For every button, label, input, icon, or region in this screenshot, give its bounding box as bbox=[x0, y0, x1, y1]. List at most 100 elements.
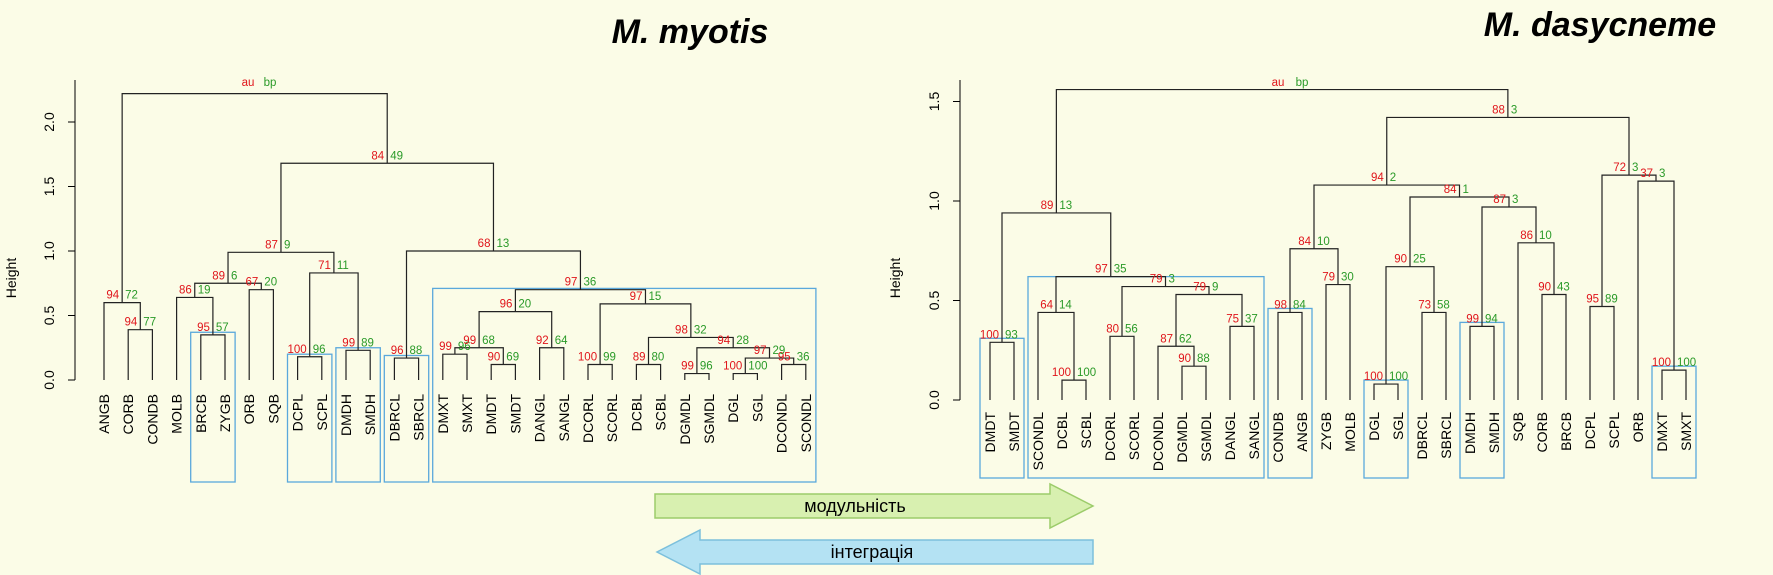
right-bp-value: 100 bbox=[1677, 357, 1696, 369]
right-branch bbox=[1469, 325, 1495, 400]
right-leaf-corb: CORB bbox=[1534, 412, 1550, 452]
left-au-value: 100 bbox=[723, 361, 742, 373]
right-bp-value: 3 bbox=[1512, 194, 1518, 206]
right-branch bbox=[1373, 383, 1399, 400]
left-branch bbox=[442, 353, 468, 380]
left-branch bbox=[176, 296, 214, 380]
left-leaf-dcondl: DCONDL bbox=[774, 394, 790, 453]
right-branch bbox=[1386, 116, 1630, 186]
left-leaf-dmxt: DMXT bbox=[435, 394, 451, 434]
right-au-value: 75 bbox=[1226, 313, 1239, 325]
right-au-value: 98 bbox=[1274, 299, 1287, 311]
left-title: M. myotis bbox=[612, 13, 769, 51]
left-module-box bbox=[432, 287, 817, 483]
left-branch bbox=[103, 302, 141, 380]
left-au-value: 96 bbox=[391, 345, 404, 357]
left-au-value: 90 bbox=[488, 352, 501, 364]
left-au-value: 99 bbox=[342, 337, 355, 349]
right-leaf-smdt: SMDT bbox=[1006, 412, 1022, 452]
left-branch bbox=[732, 372, 758, 380]
right-au-value: 72 bbox=[1613, 162, 1626, 174]
left-leaf-smxt: SMXT bbox=[459, 394, 475, 433]
right-branch bbox=[1481, 206, 1537, 327]
right-bp-value: 3 bbox=[1511, 104, 1517, 116]
left-bp-value: 57 bbox=[216, 322, 229, 334]
left-bp-value: 96 bbox=[313, 344, 326, 356]
right-module-box bbox=[979, 337, 1025, 479]
left-bp-legend: bp bbox=[264, 77, 277, 89]
left-au-value: 97 bbox=[754, 345, 767, 357]
left-bp-value: 89 bbox=[361, 337, 374, 349]
right-leaf-smdh: SMDH bbox=[1486, 412, 1502, 453]
right-bp-value: 62 bbox=[1179, 333, 1192, 345]
right-branch bbox=[1313, 184, 1461, 249]
left-leaf-angb: ANGB bbox=[96, 394, 112, 434]
right-bp-value: 2 bbox=[1390, 172, 1396, 184]
right-leaf-sgmdl: SGMDL bbox=[1198, 412, 1214, 462]
left-au-value: 95 bbox=[197, 322, 210, 334]
left-au-value: 92 bbox=[536, 335, 549, 347]
left-bp-value: 96 bbox=[458, 341, 471, 353]
right-au-value: 79 bbox=[1322, 272, 1335, 284]
left-au-value: 100 bbox=[578, 352, 597, 364]
right-leaf-sbrcl: SBRCL bbox=[1438, 412, 1454, 459]
right-bp-value: 58 bbox=[1437, 299, 1450, 311]
right-bp-value: 37 bbox=[1245, 313, 1258, 325]
right-bp-value: 43 bbox=[1557, 282, 1570, 294]
right-bp-value: 93 bbox=[1005, 329, 1018, 341]
left-bp-value: 32 bbox=[694, 324, 707, 336]
right-au-value: 86 bbox=[1520, 230, 1533, 242]
left-bp-value: 15 bbox=[648, 291, 661, 303]
right-branch bbox=[1589, 305, 1615, 400]
left-branch bbox=[684, 372, 710, 380]
right-au-value: 100 bbox=[980, 329, 999, 341]
left-au-value: 98 bbox=[675, 324, 688, 336]
left-au-value: 95 bbox=[778, 352, 791, 364]
left-leaf-molb: MOLB bbox=[169, 394, 185, 434]
right-au-value: 64 bbox=[1040, 299, 1053, 311]
left-tick-4: 2.0 bbox=[41, 112, 57, 132]
left-leaf-brcb: BRCB bbox=[193, 394, 209, 433]
left-branch bbox=[781, 363, 807, 380]
right-leaf-scorl: SCORL bbox=[1126, 412, 1142, 460]
left-au-value: 94 bbox=[717, 335, 730, 347]
right-bp-value: 84 bbox=[1293, 299, 1306, 311]
right-tick-3: 1.5 bbox=[926, 92, 942, 112]
right-branch bbox=[1055, 88, 1509, 213]
left-branch bbox=[345, 349, 371, 380]
left-y-axis: 0.0 0.5 1.0 1.5 2.0 Height bbox=[3, 80, 76, 390]
left-bp-value: 13 bbox=[496, 238, 509, 250]
left-bp-value: 20 bbox=[264, 277, 277, 289]
right-leaf-smxt: SMXT bbox=[1678, 412, 1694, 451]
left-bp-value: 69 bbox=[506, 352, 519, 364]
left-branch bbox=[121, 93, 388, 303]
left-tick-3: 1.5 bbox=[41, 177, 57, 197]
left-bp-value: 80 bbox=[652, 352, 665, 364]
right-bp-value: 3 bbox=[1659, 168, 1665, 180]
left-leaf-sangl: SANGL bbox=[556, 394, 572, 442]
right-leaf-scpl: SCPL bbox=[1606, 412, 1622, 449]
right-leaf-dbrcl: DBRCL bbox=[1414, 412, 1430, 460]
left-leaf-scpl: SCPL bbox=[314, 394, 330, 431]
right-bp-value: 9 bbox=[1212, 282, 1218, 294]
left-leaf-sqb: SQB bbox=[265, 394, 281, 424]
left-leaf-corb: CORB bbox=[120, 394, 136, 434]
right-leaf-dcbl: DCBL bbox=[1054, 412, 1070, 450]
left-bp-value: 64 bbox=[555, 335, 568, 347]
left-branch bbox=[200, 334, 226, 380]
left-dendrogram bbox=[103, 93, 807, 380]
right-au-legend: au bbox=[1272, 77, 1285, 89]
left-au-value: 97 bbox=[630, 291, 643, 303]
right-bp-value: 1 bbox=[1463, 184, 1469, 196]
right-leaf-dangl: DANGL bbox=[1222, 412, 1238, 460]
right-bp-value: 13 bbox=[1059, 200, 1072, 212]
left-leaf-sbrcl: SBRCL bbox=[411, 394, 427, 441]
left-branch bbox=[297, 356, 323, 380]
left-leaf-scorl: SCORL bbox=[604, 394, 620, 442]
left-branch bbox=[539, 347, 565, 380]
right-au-value: 87 bbox=[1160, 333, 1173, 345]
right-au-value: 80 bbox=[1106, 323, 1119, 335]
right-au-value: 89 bbox=[1041, 200, 1054, 212]
